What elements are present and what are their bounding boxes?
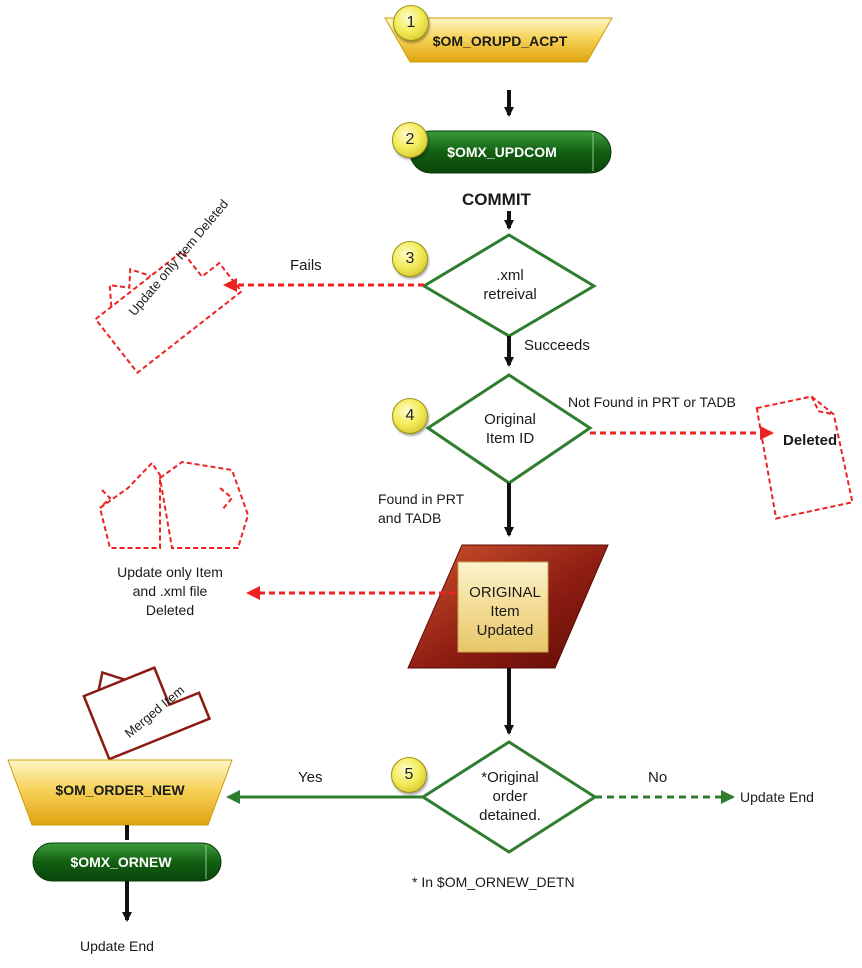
updated-label-line-2: Item (490, 603, 520, 620)
footnote: * In $OM_ORNEW_DETN (412, 874, 575, 890)
step-5-label-line-2: order (492, 788, 528, 805)
merged-item-document (82, 666, 212, 761)
update-item-xml-deleted-documents (98, 460, 250, 549)
step-2-label: $OMX_UPDCOM (447, 144, 557, 160)
step-4-label-line-1: Original (484, 411, 536, 428)
step-1-badge: 1 (393, 5, 429, 41)
found-label-line-1: Found in PRT (378, 491, 465, 507)
fails-label: Fails (290, 257, 322, 274)
step-3-label-line-2: retreival (483, 286, 537, 303)
step-3-label-line-1: .xml (496, 267, 524, 284)
original-order-detained-decision (420, 740, 598, 854)
yes-label: Yes (298, 769, 323, 786)
deleted-document (755, 395, 854, 520)
step-5-label-line-1: *Original (481, 769, 539, 786)
step-1-label: $OM_ORUPD_ACPT (432, 33, 568, 49)
no-label: No (648, 769, 668, 786)
step-4-badge: 4 (392, 398, 428, 434)
update-item-xml-line-3: Deleted (145, 602, 195, 618)
updated-label-line-3: Updated (476, 622, 534, 639)
step-5-label-line-3: detained. (479, 807, 541, 824)
found-label-line-2: and TADB (378, 510, 442, 526)
step-3-badge: 3 (392, 241, 428, 277)
update-end-right: Update End (740, 789, 814, 805)
step-4-label-line-2: Item ID (485, 430, 535, 447)
update-item-deleted-document (94, 249, 243, 375)
omx-ornew-label: $OMX_ORNEW (70, 854, 172, 870)
original-item-updated-paper (457, 561, 549, 653)
update-item-xml-line-2: and .xml file (132, 583, 208, 599)
commit-label: COMMIT (462, 190, 531, 209)
om-orupd-acpt-shape (384, 17, 613, 63)
step-2-badge: 2 (392, 122, 428, 158)
update-item-xml-line-1: Update only Item (117, 564, 223, 580)
order-new-label: $OM_ORDER_NEW (55, 782, 185, 798)
deleted-label: Deleted (783, 432, 838, 449)
update-end-bottom: Update End (80, 938, 154, 954)
not-found-label: Not Found in PRT or TADB (568, 394, 736, 410)
succeeds-label: Succeeds (524, 337, 590, 354)
om-order-new-shape (7, 759, 233, 826)
step-5-badge: 5 (391, 757, 427, 793)
updated-label-line-1: ORIGINAL (469, 584, 541, 601)
